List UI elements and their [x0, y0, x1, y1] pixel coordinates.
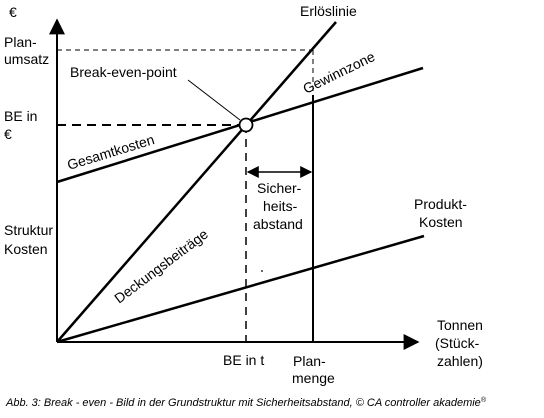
produktkosten-line	[56, 234, 425, 344]
planmenge-label-1: Plan-	[293, 353, 326, 369]
x-axis-label-2: (Stück-	[435, 335, 480, 351]
produktkosten-label-1: Produkt-	[414, 196, 467, 212]
sicherheitsabstand-label-3: abstand	[253, 216, 303, 232]
deckungsbeitraege-label: Deckungsbeiträge	[111, 226, 211, 307]
gewinnzone-label: Gewinnzone	[300, 48, 377, 97]
gesamtkosten-label: Gesamtkosten	[65, 131, 156, 173]
y-axis-symbol: €	[9, 4, 17, 20]
stray-dot	[261, 270, 263, 272]
break-even-point-label: Break-even-point	[70, 64, 177, 80]
sicherheitsabstand-label-2: heits-	[263, 198, 298, 214]
x-axis-label-1: Tonnen	[437, 317, 483, 333]
erloeslinie-line	[56, 21, 337, 343]
figure-caption: Abb. 3: Break - even - Bild in der Grund…	[5, 396, 487, 409]
figure-caption-text: Abb. 3: Break - even - Bild in der Grund…	[5, 397, 481, 409]
be-euro-label-1: BE in	[4, 108, 37, 124]
figure-caption-registered-mark: ®	[481, 396, 487, 404]
struktur-kosten-label-2: Kosten	[4, 241, 48, 257]
x-axis-label-3: zahlen)	[437, 353, 483, 369]
erloeslinie-label: Erlöslinie	[300, 3, 357, 19]
produktkosten-label-2: Kosten	[419, 214, 463, 230]
break-even-point-marker	[238, 117, 254, 133]
plan-umsatz-label-1: Plan-	[4, 34, 37, 50]
be-in-t-label: BE in t	[223, 352, 264, 368]
plan-umsatz-label-2: umsatz	[4, 51, 49, 67]
struktur-kosten-label-1: Struktur	[4, 222, 53, 238]
planmenge-label-2: menge	[292, 370, 335, 386]
be-euro-label-2: €	[4, 126, 12, 142]
sicherheitsabstand-label-1: Sicher-	[257, 180, 302, 196]
break-even-pointer-line	[187, 79, 241, 121]
